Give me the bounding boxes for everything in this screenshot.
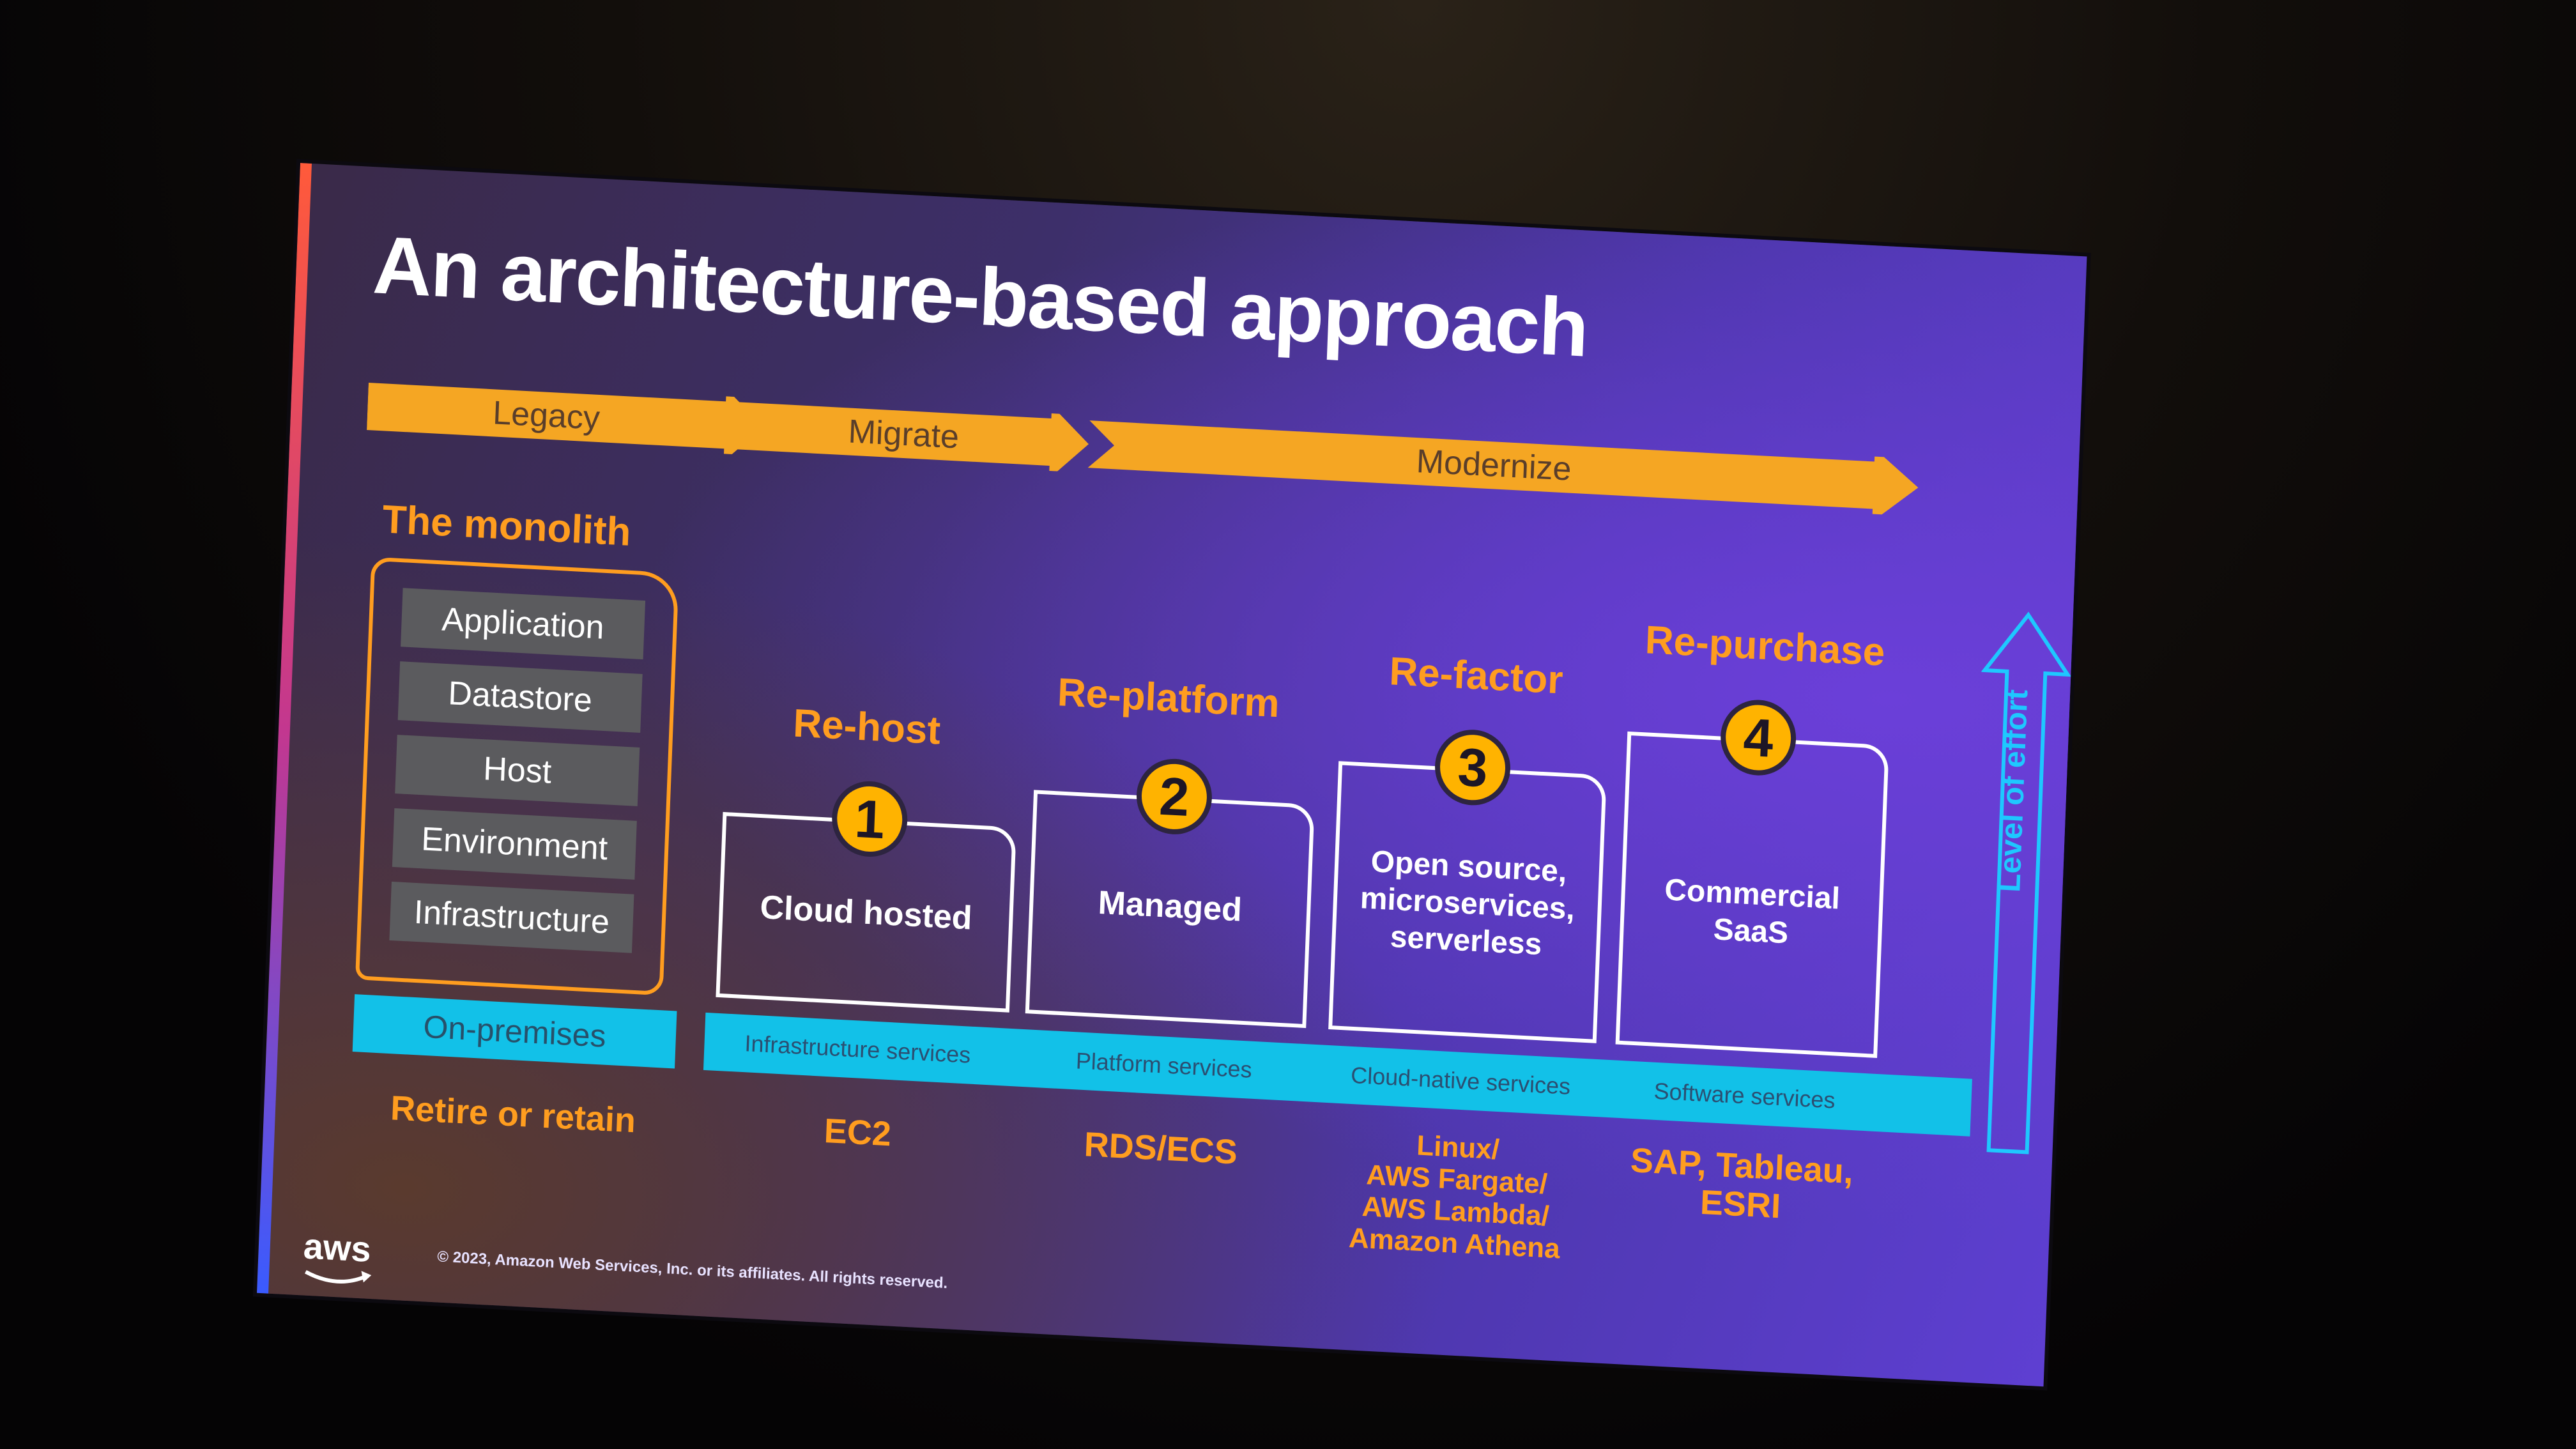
example-replatform: RDS/ECS [1083, 1125, 1238, 1172]
example-monolith: Retire or retain [390, 1089, 637, 1140]
example-rehost: EC2 [823, 1111, 892, 1154]
layer-infrastructure: Infrastructure [389, 881, 634, 953]
monolith-box: Application Datastore Host Environment I… [355, 556, 679, 996]
service-label-software: Software services [1653, 1077, 1836, 1114]
service-label-platform: Platform services [1075, 1047, 1253, 1083]
phase-label-legacy: Legacy [492, 394, 601, 438]
monolith-title: The monolith [381, 497, 632, 555]
layer-datastore: Datastore [397, 661, 643, 733]
copyright-notice: © 2023, Amazon Web Services, Inc. or its… [436, 1248, 948, 1292]
layer-application: Application [401, 588, 646, 660]
phase-arrow-legacy: Legacy [367, 378, 778, 457]
service-label-cloud-native: Cloud-native services [1350, 1061, 1571, 1100]
strategy-box-label-repurchase: Commercial SaaS [1664, 873, 1841, 951]
level-of-effort-arrow [1981, 611, 2072, 1154]
aws-smile-icon [304, 1270, 372, 1284]
phase-label-modernize: Modernize [1415, 443, 1572, 488]
phase-arrow-migrate: Migrate [730, 397, 1103, 474]
phase-label-migrate: Migrate [847, 413, 960, 456]
strategy-title-refactor: Re-factor [1388, 649, 1564, 703]
service-label-infrastructure: Infrastructure services [744, 1030, 972, 1068]
example-refactor: Linux/ AWS Fargate/ AWS Lambda/ Amazon A… [1348, 1130, 1561, 1265]
layer-environment: Environment [392, 808, 637, 880]
strategy-title-repurchase: Re-purchase [1644, 618, 1886, 675]
strategy-box-repurchase: Commercial SaaS [1615, 731, 1889, 1058]
strategy-title-rehost: Re-host [792, 701, 942, 753]
strategy-box-label-rehost: Cloud hosted [759, 889, 973, 937]
slide-title: An architecture-based approach [371, 219, 1590, 374]
layer-host: Host [395, 735, 640, 806]
aws-logo: aws [302, 1225, 372, 1269]
projector-screen: An architecture-based approach Legacy Mi… [257, 163, 2087, 1387]
example-repurchase: SAP, Tableau, ESRI [1629, 1140, 1854, 1226]
strategy-title-replatform: Re-platform [1056, 670, 1280, 726]
phase-arrow-modernize: Modernize [1087, 415, 1932, 518]
strategy-box-label-refactor: Open source, microservices, serverless [1359, 845, 1575, 962]
on-premises-bar: On-premises [352, 994, 677, 1069]
strategy-box-label-replatform: Managed [1097, 884, 1243, 929]
